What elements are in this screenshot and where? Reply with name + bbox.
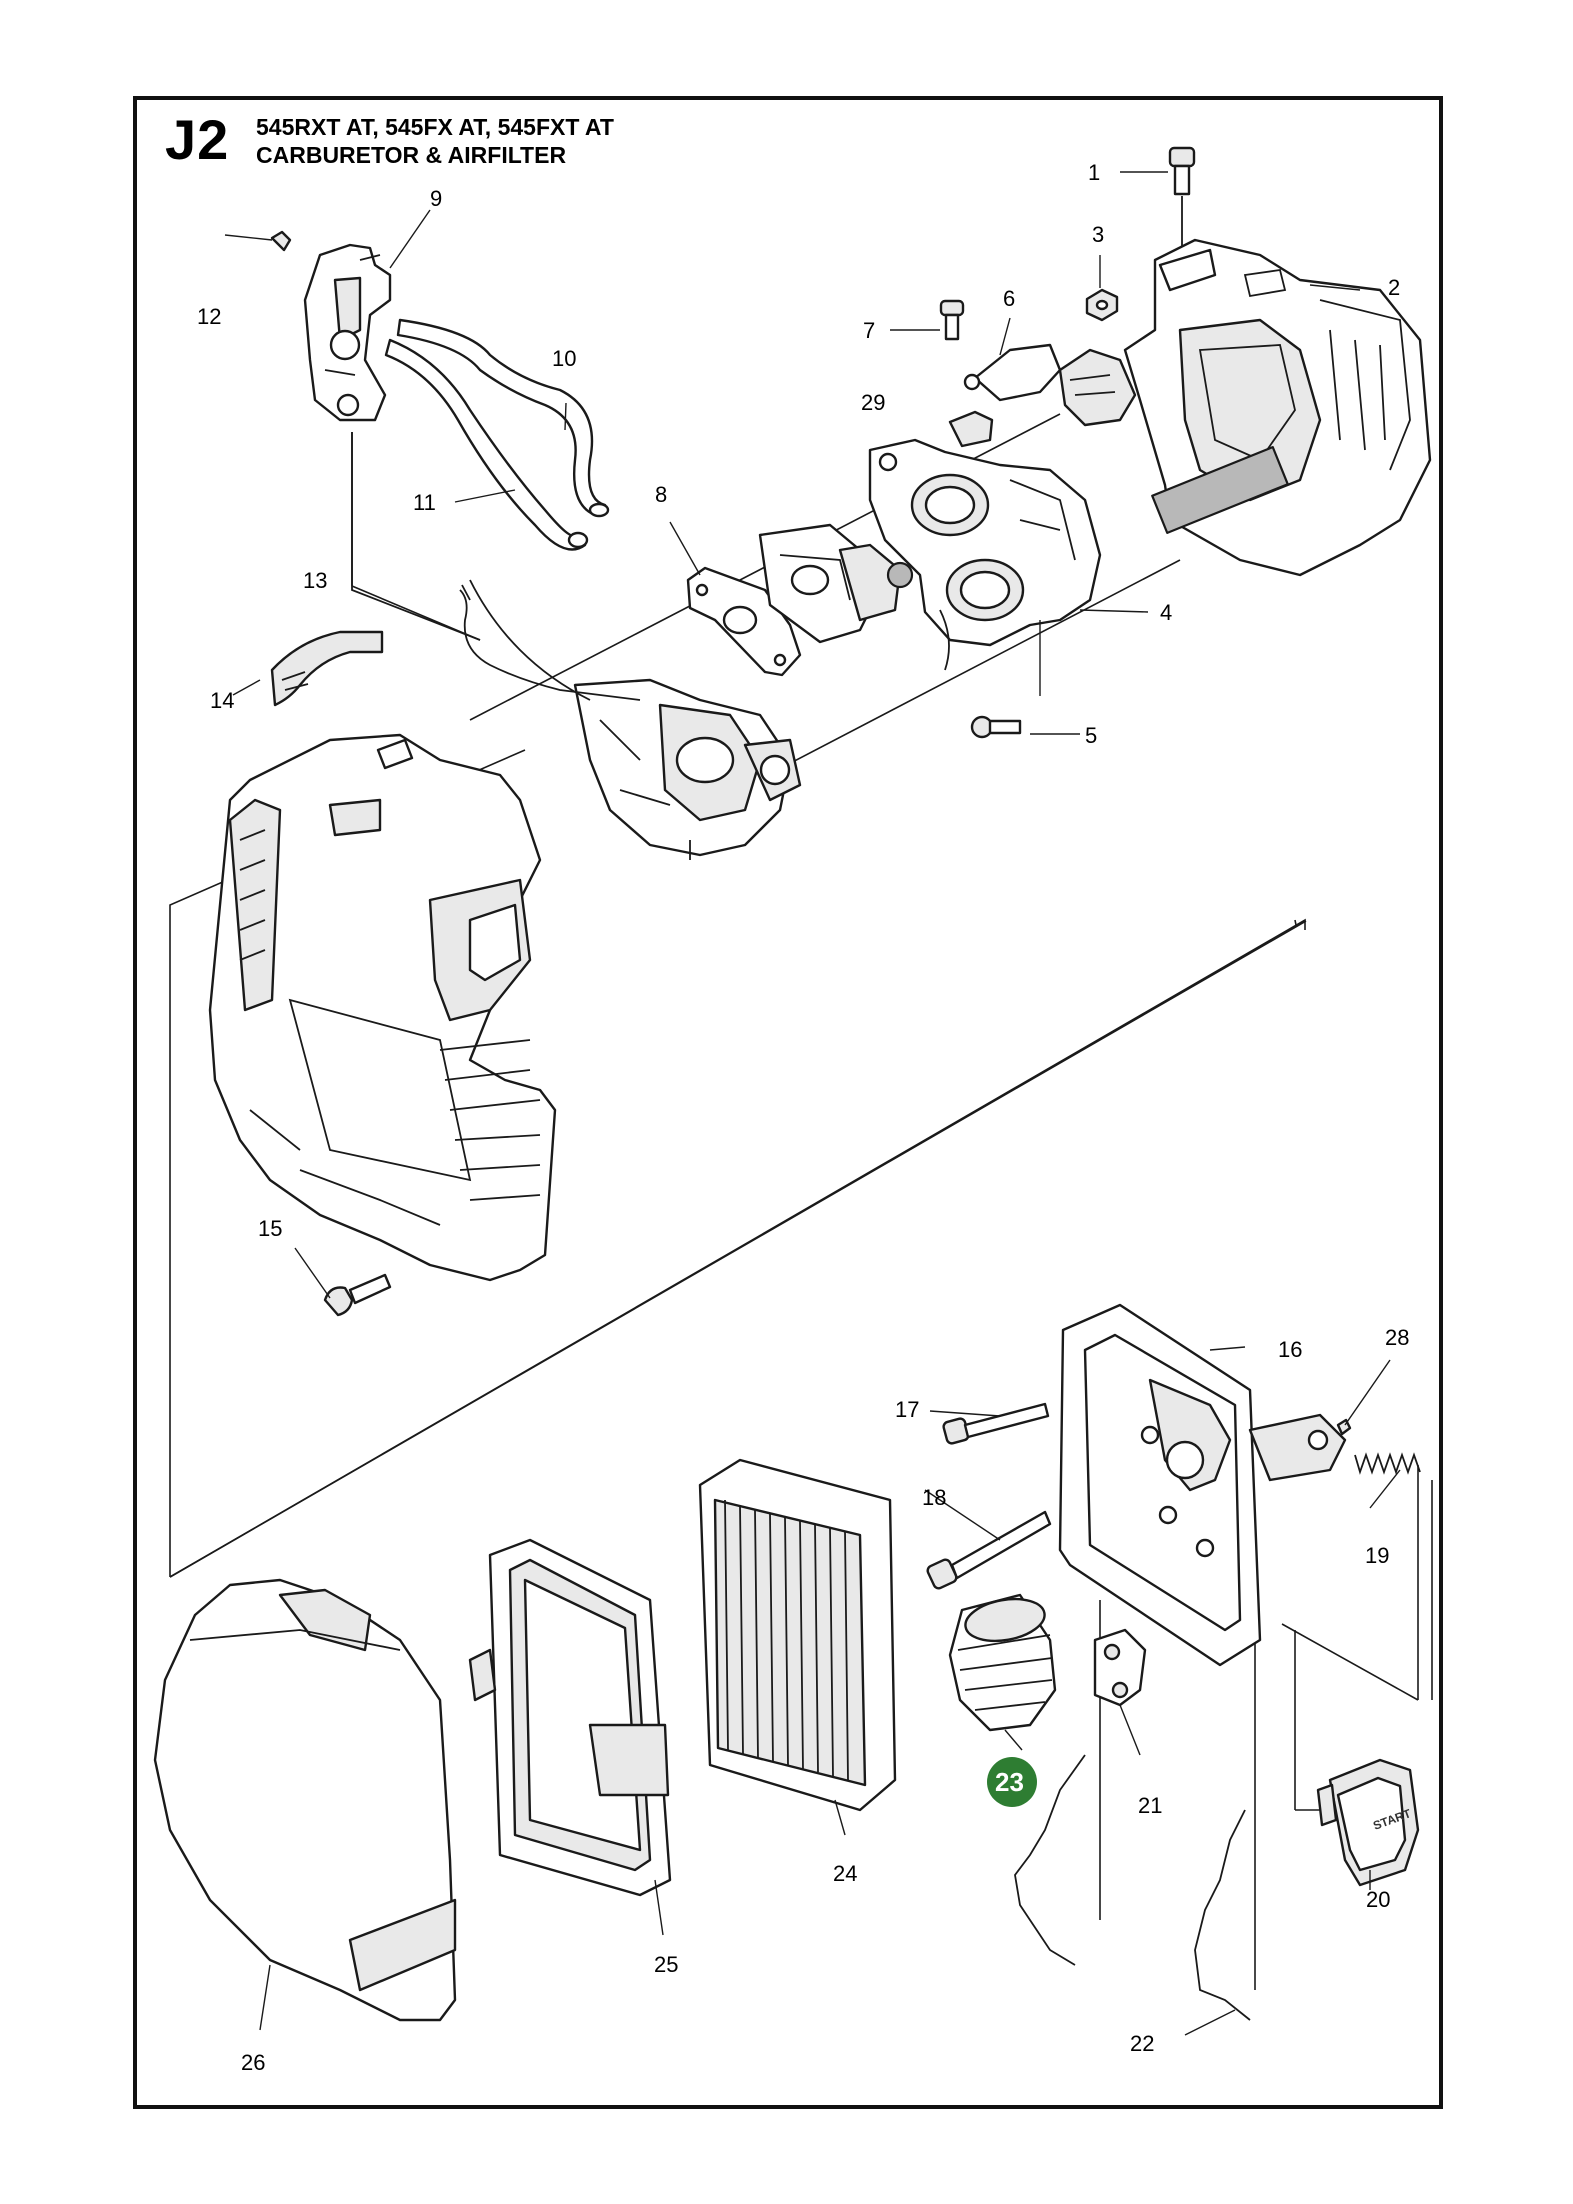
part-2-bracket	[1123, 238, 1432, 577]
part-7-screw	[939, 299, 965, 341]
part-8-gasket	[686, 566, 802, 677]
callout-9: 9	[430, 186, 442, 211]
callout-19: 19	[1365, 1543, 1389, 1568]
part-22-wire-clip	[1014, 1754, 1251, 2021]
callout-17: 17	[895, 1397, 919, 1422]
part-23-intake-bellows	[948, 1593, 1057, 1732]
callout-26: 26	[241, 2050, 265, 2075]
callout-4: 4	[1160, 600, 1172, 625]
callout-25: 25	[654, 1952, 678, 1977]
callout-15: 15	[258, 1216, 282, 1241]
callout-18: 18	[922, 1485, 946, 1510]
part-17-screw	[942, 1402, 1050, 1445]
part-4-intake-manifold	[868, 438, 1102, 647]
callout-23: 23	[995, 1767, 1024, 1797]
part-21-clamp	[1093, 1628, 1147, 1707]
part-12-clip	[270, 230, 292, 252]
part-16-filter-housing	[1058, 1303, 1347, 1667]
callout-1: 1	[1088, 160, 1100, 185]
callout-8: 8	[655, 482, 667, 507]
callout-28: 28	[1385, 1325, 1409, 1350]
part-20-start-button: START	[1316, 1758, 1420, 1887]
callout-10: 10	[552, 346, 576, 371]
part-25-filter-frame	[468, 1538, 672, 1897]
callout-12: 12	[197, 304, 221, 329]
part-6-choke-lever	[963, 343, 1137, 427]
callout-16: 16	[1278, 1337, 1302, 1362]
leader-lines	[224, 171, 1401, 2036]
carburetor-body	[469, 523, 950, 860]
part-3-nut	[1085, 288, 1119, 322]
callout-3: 3	[1092, 222, 1104, 247]
callout-5: 5	[1085, 723, 1097, 748]
callout-14: 14	[210, 688, 234, 713]
callout-22: 22	[1130, 2031, 1154, 2056]
callout-7: 7	[863, 318, 875, 343]
highlight-badge	[987, 1757, 1037, 1807]
part-9-throttle-bracket	[303, 243, 392, 422]
section-code: J2	[165, 108, 230, 171]
part-14-air-cover	[208, 733, 557, 1282]
callout-13: 13	[303, 568, 327, 593]
callout-21: 21	[1138, 1793, 1162, 1818]
part-5-screw	[970, 715, 1022, 739]
callout-24: 24	[833, 1861, 857, 1886]
part-19-spring	[1354, 1452, 1421, 1475]
callout-6: 6	[1003, 286, 1015, 311]
part-15-screw	[323, 1273, 392, 1317]
part-29-washer	[948, 410, 994, 448]
diagram-title: CARBURETOR & AIRFILTER	[256, 142, 567, 168]
callout-11: 11	[413, 490, 436, 515]
part-26-outer-cover	[153, 1578, 457, 2022]
model-list: 545RXT AT, 545FX AT, 545FXT AT	[256, 114, 614, 140]
callout-20: 20	[1366, 1887, 1390, 1912]
part-24-pleated-filter	[698, 1458, 897, 1812]
callout-2: 2	[1388, 275, 1400, 300]
part-11-hose	[384, 338, 589, 551]
part-18-screw	[926, 1510, 1052, 1590]
callout-29: 29	[861, 390, 885, 415]
callout-labels: 1 2 3 4 5 6 7 8 9 10 11 12 13 14 15 16 1…	[197, 160, 1409, 2075]
part-14-tab	[270, 630, 384, 707]
part-13-throttle-wire	[351, 432, 641, 701]
part-28-screw	[1336, 1418, 1352, 1436]
part-1-screw	[1168, 146, 1196, 255]
part-10-hose	[396, 318, 610, 518]
